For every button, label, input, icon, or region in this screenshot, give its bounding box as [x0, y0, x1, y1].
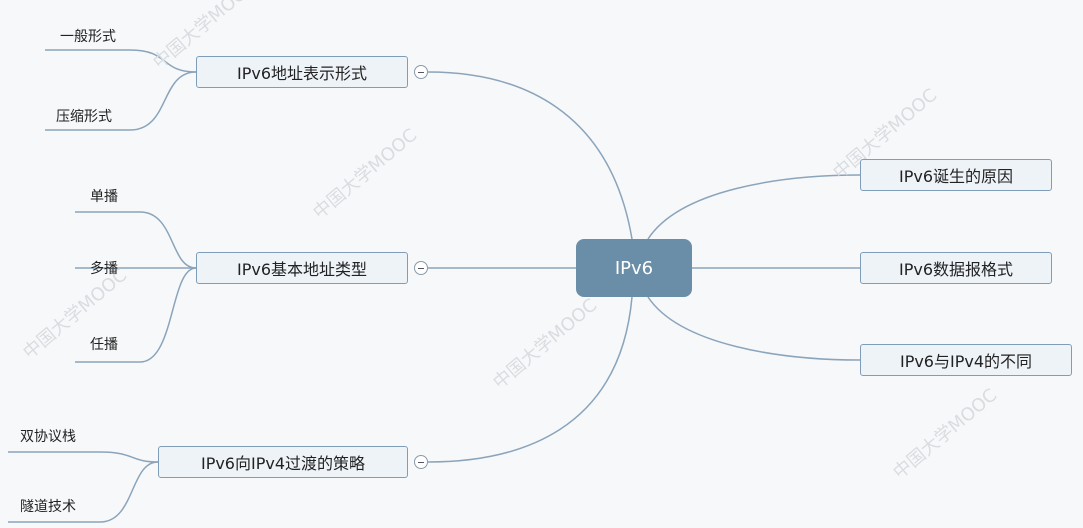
root-node[interactable]: IPv6 [576, 239, 692, 297]
connector-branch-2-child-1 [75, 211, 197, 269]
connector-root-to-right-1 [647, 174, 861, 240]
connector-branch-2-child-3 [75, 267, 197, 363]
collapse-icon[interactable] [414, 455, 428, 469]
branch-datagram-format[interactable]: IPv6数据报格式 [860, 252, 1052, 284]
collapse-icon[interactable] [414, 65, 428, 79]
leaf-general-form[interactable]: 一般形式 [60, 29, 116, 45]
connector-branch-1-child-2 [45, 71, 197, 131]
connector-branch-1-child-1 [45, 49, 197, 73]
connector-branch-3-child-1 [8, 451, 159, 463]
collapse-icon[interactable] [414, 261, 428, 275]
leaf-dual-stack[interactable]: 双协议栈 [20, 429, 76, 445]
connector-root-to-branch-1 [427, 71, 633, 240]
leaf-tunneling[interactable]: 隧道技术 [20, 499, 76, 515]
branch-ipv6-vs-ipv4[interactable]: IPv6与IPv4的不同 [860, 344, 1072, 376]
connector-branch-3-child-2 [8, 461, 159, 523]
branch-address-format[interactable]: IPv6地址表示形式 [196, 56, 408, 88]
connector-root-to-branch-3 [427, 296, 633, 463]
leaf-compressed-form[interactable]: 压缩形式 [56, 109, 112, 125]
leaf-multicast[interactable]: 多播 [90, 261, 118, 277]
leaf-unicast[interactable]: 单播 [90, 189, 118, 205]
leaf-anycast[interactable]: 任播 [90, 337, 118, 353]
branch-address-types[interactable]: IPv6基本地址类型 [196, 252, 408, 284]
branch-origin-reasons[interactable]: IPv6诞生的原因 [860, 159, 1052, 191]
branch-transition-strategy[interactable]: IPv6向IPv4过渡的策略 [158, 446, 408, 478]
connector-root-to-right-3 [647, 296, 861, 361]
